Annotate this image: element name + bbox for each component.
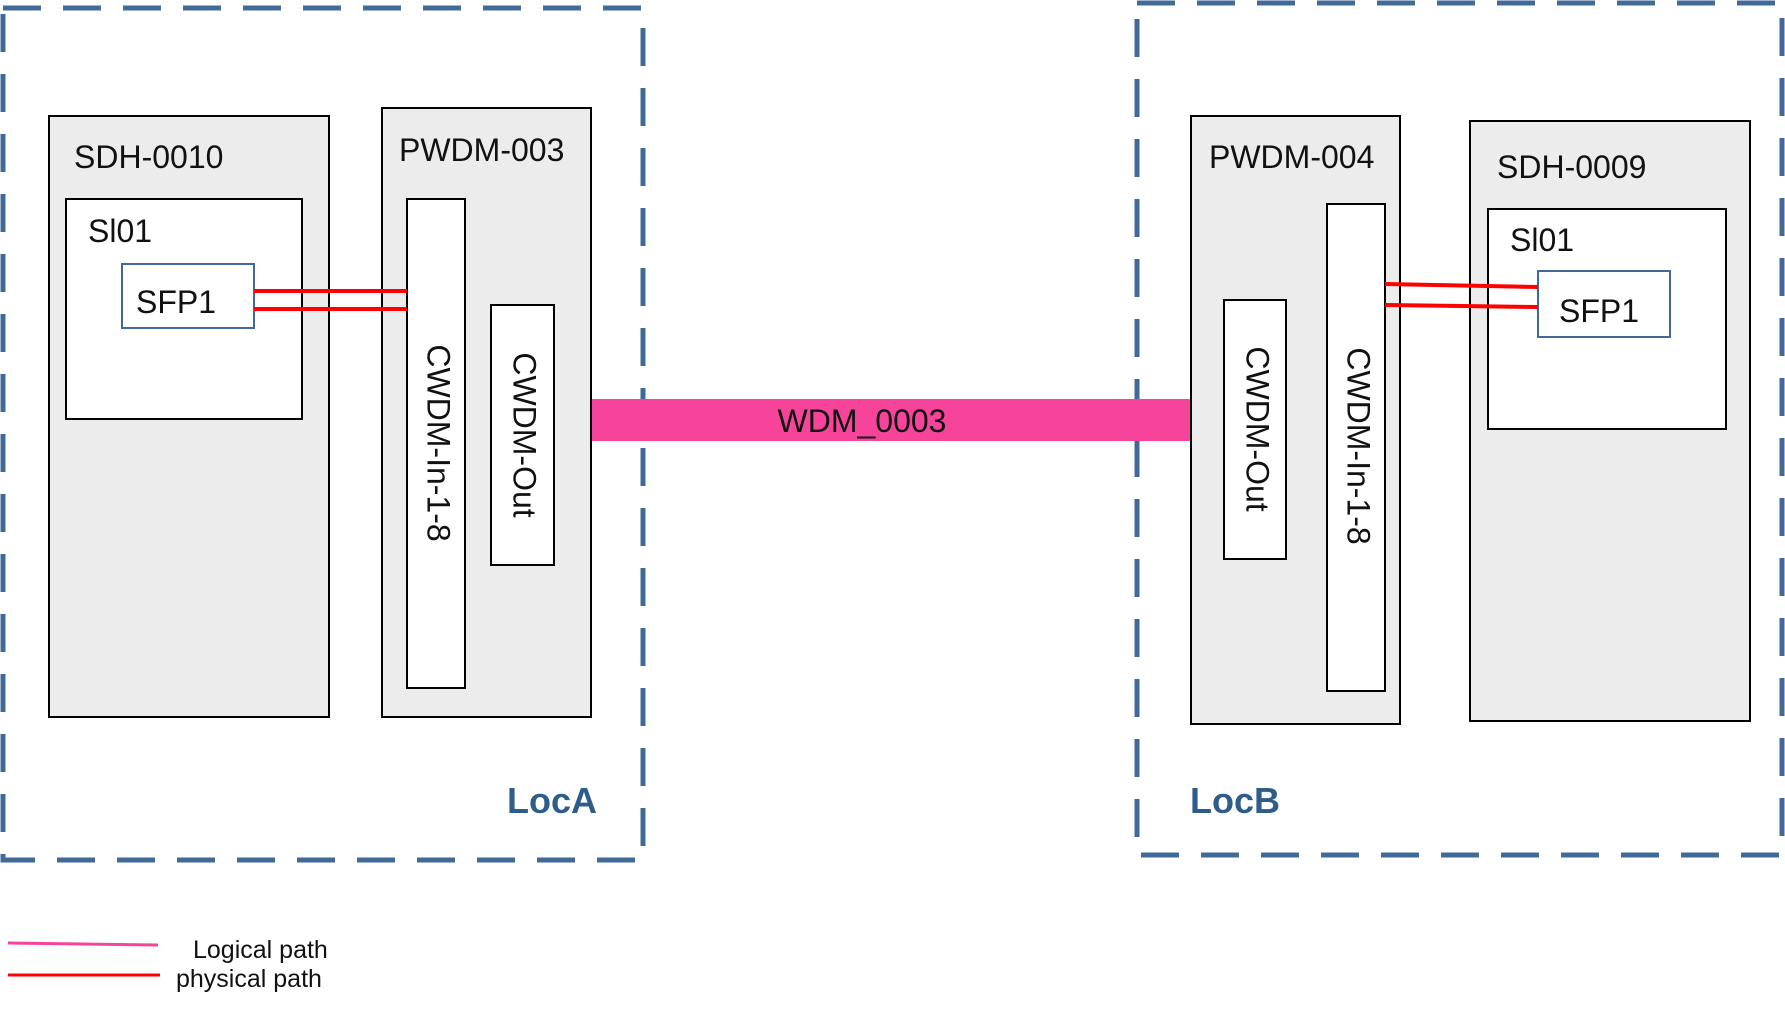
port-sfp1-b[interactable] [1537, 270, 1671, 338]
location-a-label: LocA [507, 780, 597, 821]
device-pwdm-004-name: PWDM-004 [1209, 139, 1374, 175]
port-sfp1-a[interactable] [121, 263, 255, 329]
physical-path-b-2[interactable] [1384, 303, 1539, 309]
port-cwdm-in-b-label: CWDM-In-1-8 [1341, 347, 1377, 544]
device-pwdm-003-name: PWDM-003 [399, 132, 564, 168]
device-sdh-0010-name: SDH-0010 [74, 139, 223, 175]
port-cwdm-in-a-label: CWDM-In-1-8 [421, 344, 457, 541]
legend-physical-label: physical path [176, 965, 322, 993]
link-label: WDM_0003 [778, 403, 947, 439]
location-a-boundary [0, 5, 646, 863]
location-b-label: LocB [1190, 780, 1280, 821]
port-cwdm-out-a-label: CWDM-Out [507, 352, 543, 517]
physical-path-b-1[interactable] [1384, 282, 1539, 289]
port-cwdm-out-a[interactable] [490, 304, 555, 566]
legend-logical-swatch [7, 941, 159, 947]
port-sfp1-a-label: SFP1 [136, 284, 216, 320]
device-sdh-0009-name: SDH-0009 [1497, 149, 1646, 185]
port-sfp1-b-label: SFP1 [1559, 293, 1639, 329]
slot-sl01-b-label: Sl01 [1510, 222, 1574, 258]
logical-link-wdm[interactable] [553, 399, 1193, 441]
location-b-boundary [1134, 0, 1785, 858]
legend-logical-label: Logical path [193, 936, 328, 964]
port-cwdm-out-b[interactable] [1223, 299, 1287, 560]
port-cwdm-out-b-label: CWDM-Out [1240, 346, 1276, 511]
port-cwdm-in-b[interactable] [1326, 203, 1386, 692]
slot-sl01-a-label: Sl01 [88, 213, 152, 249]
port-cwdm-in-a[interactable] [406, 198, 466, 689]
